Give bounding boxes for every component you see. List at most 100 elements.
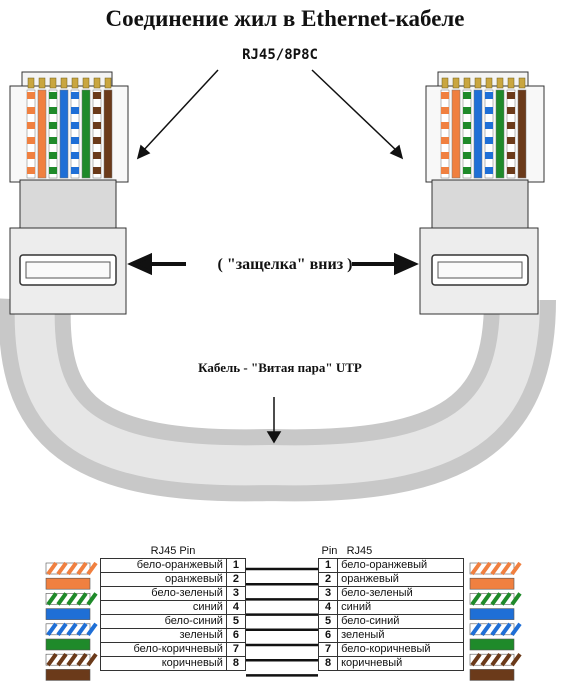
swatch-stripe — [470, 561, 482, 576]
swatch-stripe — [66, 592, 78, 606]
contact-pin — [49, 77, 57, 89]
latch-arrows — [127, 252, 419, 276]
wire-stripe — [507, 122, 515, 129]
contact-pin — [463, 77, 471, 89]
wire-5 — [70, 89, 80, 179]
wire-stripe — [485, 152, 493, 159]
wire-stripe — [463, 152, 471, 159]
wire-stripe — [463, 107, 471, 114]
pin-number: 1 — [317, 558, 339, 573]
right-header-title: RJ45 — [346, 545, 373, 557]
swatch-stripe — [500, 622, 512, 636]
swatch-stripe — [76, 622, 88, 636]
wire-3 — [48, 89, 58, 179]
latch-label: ( "защелка" вниз ) — [217, 256, 353, 273]
swatch-stripe — [470, 622, 482, 636]
wire-6 — [81, 89, 91, 179]
wire-name: коричневый — [100, 656, 227, 671]
right-color-swatches — [469, 561, 522, 681]
wire-stripe — [463, 92, 471, 99]
wire-7 — [506, 89, 516, 179]
wire-stripe — [93, 167, 101, 174]
color-swatch-8 — [45, 669, 91, 681]
cable-arrow — [266, 397, 282, 444]
color-swatch-2 — [469, 577, 515, 590]
swatch-stripe — [76, 561, 88, 576]
wire-stripe — [507, 167, 515, 174]
wire-name: зеленый — [100, 628, 227, 643]
wire-7 — [92, 89, 102, 179]
left-table-header: RJ45 Pin — [100, 545, 246, 559]
contact-pin — [496, 77, 504, 89]
pin-number: 4 — [225, 600, 247, 615]
pin-number: 5 — [317, 614, 339, 629]
contact-pin — [507, 77, 515, 89]
contact-pin — [452, 77, 460, 89]
wire-1 — [440, 89, 450, 179]
swatch-stripe — [510, 592, 522, 606]
connector-arrows — [136, 69, 404, 160]
wire-name: бело-коричневый — [337, 642, 464, 657]
wire-stripe — [71, 107, 79, 114]
pin-links — [246, 567, 318, 677]
swatch-stripe — [56, 592, 68, 606]
pin-number: 2 — [317, 572, 339, 587]
swatch-stripe — [490, 653, 502, 667]
contact-pin — [27, 77, 35, 89]
swatch-stripe — [510, 622, 522, 636]
wire-name: оранжевый — [100, 572, 227, 587]
color-swatch-8 — [469, 669, 515, 681]
wire-1 — [26, 89, 36, 179]
wire-stripe — [463, 167, 471, 174]
wire-stripe — [93, 137, 101, 144]
wire-stripe — [27, 122, 35, 129]
color-swatch-6 — [45, 638, 91, 651]
wire-stripe — [463, 137, 471, 144]
swatch-stripe — [480, 561, 492, 576]
pin-number: 4 — [317, 600, 339, 615]
contact-pin — [474, 77, 482, 89]
wire-stripe — [93, 122, 101, 129]
wire-stripe — [71, 152, 79, 159]
swatch-stripe — [86, 622, 98, 636]
wire-stripe — [71, 167, 79, 174]
wire-stripe — [71, 92, 79, 99]
left-header-title: RJ45 — [150, 545, 177, 557]
left-color-swatches — [45, 561, 98, 681]
wire-stripe — [507, 152, 515, 159]
contact-pin — [60, 77, 68, 89]
contact-pin — [518, 77, 526, 89]
wire-stripe — [27, 152, 35, 159]
swatch-stripe — [510, 561, 522, 576]
wire-3 — [462, 89, 472, 179]
pin-number: 8 — [317, 656, 339, 671]
pin-number: 8 — [225, 656, 247, 671]
contact-pin — [104, 77, 112, 89]
wire-stripe — [71, 122, 79, 129]
pin-number: 3 — [225, 586, 247, 601]
right-table-header: Pin RJ45 — [318, 545, 464, 559]
swatch-stripe — [76, 653, 88, 667]
wire-stripe — [71, 137, 79, 144]
pin-number: 1 — [225, 558, 247, 573]
color-swatch-4 — [45, 608, 91, 620]
pin-number: 5 — [225, 614, 247, 629]
left-connector — [9, 71, 129, 315]
wire-name: синий — [337, 600, 464, 615]
wire-stripe — [507, 92, 515, 99]
wire-stripe — [441, 167, 449, 174]
contact-pin — [71, 77, 79, 89]
wire-stripe — [49, 107, 57, 114]
wire-2 — [37, 89, 47, 179]
wire-4 — [473, 89, 483, 179]
contact-pin — [485, 77, 493, 89]
